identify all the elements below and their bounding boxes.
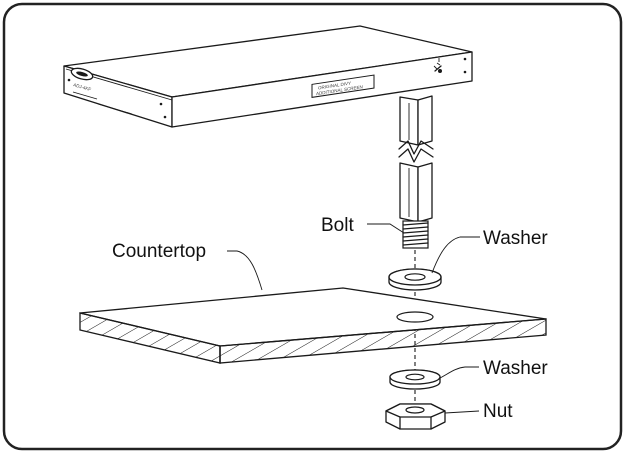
countertop-slab [79, 287, 547, 364]
lock-key-icon [433, 58, 442, 73]
countertop-hole [396, 311, 434, 323]
bolt-thread [402, 220, 429, 249]
front-panel-text: ADJ-4KF [73, 82, 92, 92]
controller-box: ADJ-4KF ORIGINAL DIVY ADDITIONAL SCREEN [63, 25, 473, 128]
bottom-washer [389, 369, 441, 390]
mounting-post [398, 95, 434, 249]
washer-bottom-label: Washer [483, 358, 548, 379]
svg-text:ADDITIONAL SCREEN: ADDITIONAL SCREEN [316, 84, 363, 96]
countertop-label: Countertop [112, 241, 206, 262]
top-washer [388, 268, 442, 291]
label-plate: ORIGINAL DIVY ADDITIONAL SCREEN [311, 74, 375, 98]
washer-top-label: Washer [483, 228, 548, 249]
leader-lines [227, 223, 480, 414]
svg-text:ORIGINAL DIVY: ORIGINAL DIVY [318, 81, 351, 91]
nut-label: Nut [483, 401, 513, 422]
bolt-label: Bolt [321, 215, 354, 236]
hex-nut [385, 403, 446, 430]
